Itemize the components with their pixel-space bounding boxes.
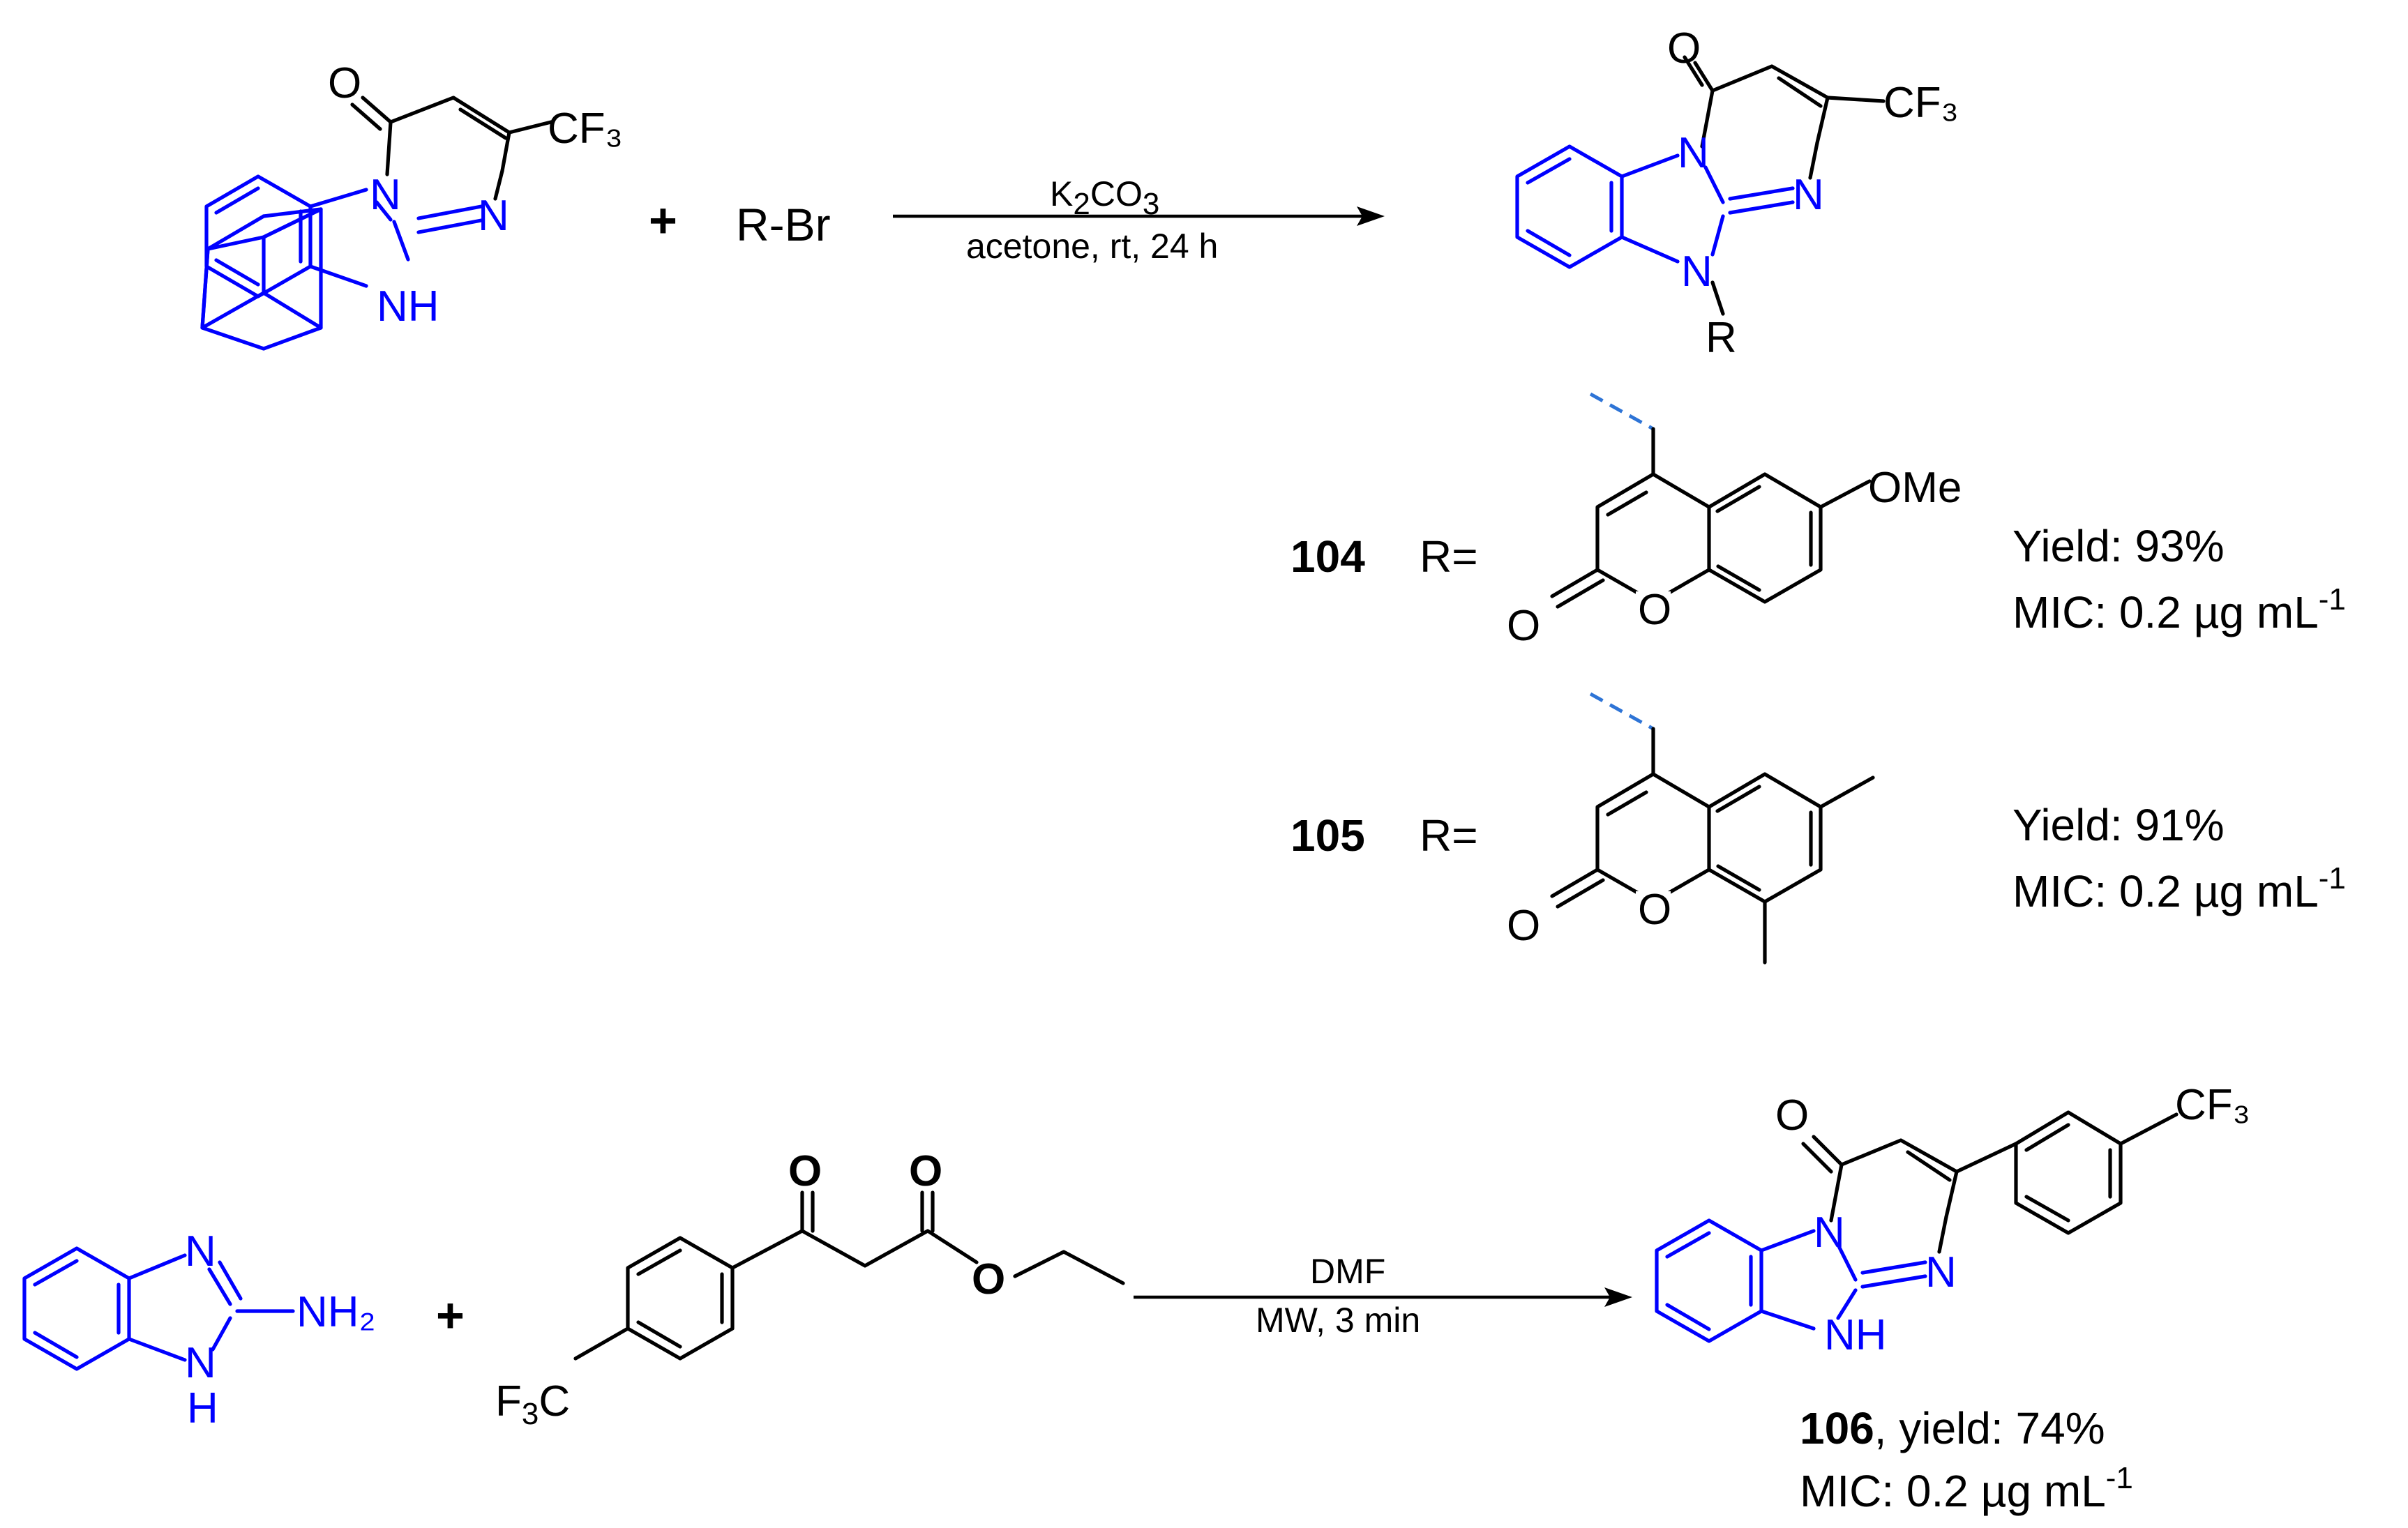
atom-o: O bbox=[788, 1147, 822, 1195]
condition-mw: MW, 3 min bbox=[1256, 1301, 1420, 1340]
reagent-rbr: R-Br bbox=[736, 199, 831, 250]
atom-o: O bbox=[1507, 602, 1540, 650]
coumarin-substituent-104 bbox=[1550, 392, 1872, 609]
compound-number-106: 106 bbox=[1800, 1403, 1874, 1453]
atom-o: O bbox=[909, 1147, 942, 1195]
atom-n: N bbox=[1678, 129, 1709, 177]
atom-h: H bbox=[187, 1384, 218, 1432]
atom-n: N bbox=[1925, 1248, 1957, 1296]
starting-benzimidazopyrimidinone bbox=[200, 207, 323, 351]
reaction-arrow-2 bbox=[1134, 1287, 1632, 1307]
atom-cf3: CF₃ bbox=[1883, 79, 1959, 127]
atom-o: O bbox=[1638, 886, 1671, 934]
atom-r: R bbox=[1706, 314, 1737, 362]
atom-n: N bbox=[1793, 171, 1824, 219]
yield-106: , yield: 74% bbox=[1874, 1403, 2105, 1453]
atom-nh: NH bbox=[377, 282, 439, 331]
atom-o: O bbox=[972, 1255, 1005, 1303]
compound-106-caption: 106, yield: 74% bbox=[1800, 1403, 2105, 1453]
yield-105: Yield: 91% bbox=[2012, 800, 2225, 850]
condition-text: acetone, rt, 24 h bbox=[966, 227, 1218, 266]
methoxy-group: OMe bbox=[1868, 464, 1962, 512]
atom-n: N bbox=[478, 192, 509, 240]
mic-106: MIC: 0.2 µg mL-1 bbox=[1800, 1461, 2133, 1516]
plus-sign: + bbox=[649, 193, 677, 248]
reagent-k2co3: K2CO3 bbox=[1050, 174, 1159, 221]
aminobenzimidazole bbox=[22, 1246, 295, 1371]
plus-sign: + bbox=[436, 1288, 465, 1342]
r-equals-label: R= bbox=[1420, 531, 1478, 582]
atom-o: O bbox=[1775, 1091, 1809, 1140]
atom-cf3: CF₃ bbox=[548, 105, 623, 153]
trifluoromethyl-benzoylacetate bbox=[573, 1190, 1125, 1361]
compound-number-104: 104 bbox=[1290, 531, 1365, 582]
atom-n: N bbox=[185, 1339, 216, 1387]
starting-material-rings bbox=[204, 96, 553, 298]
atom-o: O bbox=[1667, 24, 1701, 73]
atom-n: N bbox=[370, 171, 401, 219]
product-106 bbox=[1655, 1110, 2179, 1343]
coumarin-substituent-105 bbox=[1550, 692, 1875, 965]
yield-104: Yield: 93% bbox=[2012, 521, 2225, 571]
mic-104: MIC: 0.2 µg mL-1 bbox=[2012, 582, 2346, 637]
compound-number-105: 105 bbox=[1290, 810, 1365, 861]
product-benzimidazopyrimidinone bbox=[1515, 55, 1886, 316]
atom-cf3: CF₃ bbox=[2175, 1081, 2250, 1129]
atom-o: O bbox=[328, 59, 361, 107]
atom-n: N bbox=[1681, 248, 1713, 296]
atom-o: O bbox=[1507, 902, 1540, 950]
atom-o: O bbox=[1638, 586, 1671, 634]
mic-105: MIC: 0.2 µg mL-1 bbox=[2012, 861, 2346, 916]
atom-n: N bbox=[185, 1227, 216, 1276]
r-equals-label: R= bbox=[1420, 810, 1478, 861]
amino-group: NH₂ bbox=[296, 1288, 376, 1336]
atom-nh: NH bbox=[1824, 1311, 1887, 1359]
condition-dmf: DMF bbox=[1310, 1252, 1385, 1291]
reaction-arrow-1 bbox=[893, 206, 1385, 226]
atom-n: N bbox=[1814, 1209, 1845, 1257]
trifluoromethyl-group: F3C bbox=[495, 1377, 570, 1431]
